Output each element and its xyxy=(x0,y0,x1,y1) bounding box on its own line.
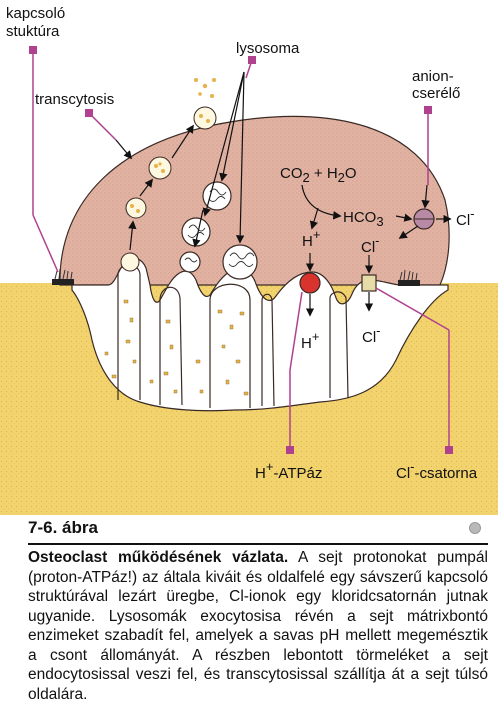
label-markers xyxy=(29,46,453,454)
label-lysosoma: lysosoma xyxy=(236,40,300,57)
lysosome-enzymes xyxy=(184,188,255,267)
sealing-zone-left xyxy=(52,268,74,285)
caption-body: A sejt protonokat pumpál (proton-ATPáz!)… xyxy=(28,549,488,703)
sealing-zone-right xyxy=(398,269,420,286)
label-hco3: HCO3 xyxy=(343,209,384,229)
figure-caption: Osteoclast működésének vázlata. A sejt p… xyxy=(28,548,488,704)
label-cl-lacuna: Cl- xyxy=(362,323,381,346)
proton-pump xyxy=(299,272,321,294)
chloride-channel xyxy=(361,274,377,292)
bone-debris xyxy=(104,299,249,396)
caption-divider xyxy=(28,543,488,545)
label-cl-out: Cl- xyxy=(456,206,475,229)
label-h-plus-lacuna: H+ xyxy=(301,329,319,352)
label-transcytosis: transcytosis xyxy=(35,91,114,108)
label-h-plus-cell: H+ xyxy=(302,227,320,250)
label-cl-csatorna: Cl--csatorna xyxy=(396,459,478,482)
label-struktura: stuktúra xyxy=(6,23,60,40)
vesicle-contents xyxy=(130,78,216,213)
transcytosis-vesicles xyxy=(120,106,217,272)
label-cserelo: cserélő xyxy=(412,85,460,102)
osteoclast-diagram: kapcsoló stuktúra transcytosis lysosoma … xyxy=(0,5,498,515)
label-h-atpase: H+-ATPáz xyxy=(255,459,322,482)
lysosomes xyxy=(179,181,258,280)
figure-number: 7-6. ábra xyxy=(28,518,98,537)
label-cl-cell: Cl- xyxy=(361,233,380,256)
arrows xyxy=(115,71,452,317)
decorative-dot-icon xyxy=(469,522,481,534)
label-co2-h2o: CO2 + H2O xyxy=(280,165,357,185)
label-anion: anion- xyxy=(412,68,454,85)
caption-title: Osteoclast működésének vázlata. xyxy=(28,549,289,566)
label-kapcsolo: kapcsoló xyxy=(6,5,65,22)
